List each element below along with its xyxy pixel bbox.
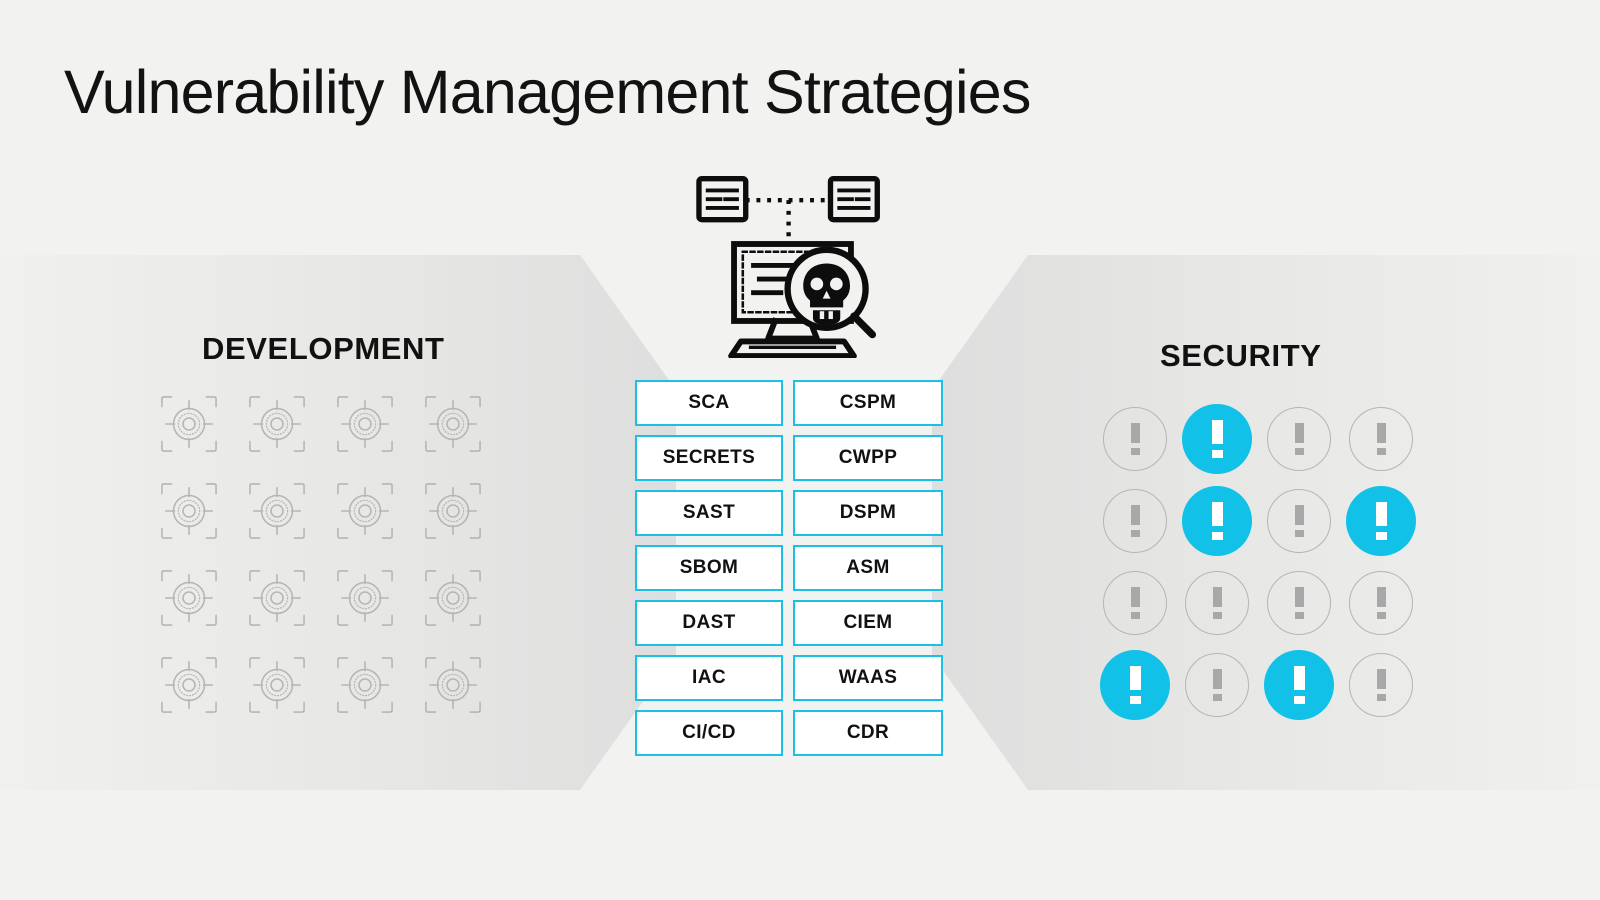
strategy-box-dast[interactable]: DAST (635, 600, 783, 646)
exclamation-mark (1376, 423, 1386, 455)
strategy-boxes: SCA SECRETS SAST SBOM DAST IAC CI/CD CSPM CWPP D… (635, 380, 943, 756)
alert-exclamation-icon (1264, 650, 1334, 720)
exclamation-mark (1129, 666, 1141, 704)
security-heading: SECURITY (1160, 338, 1322, 373)
target-crosshair-icon (337, 396, 393, 452)
strategy-box-ciem[interactable]: CIEM (793, 600, 943, 646)
target-crosshair-icon (425, 396, 481, 452)
vulnerability-scan-monitor-skull-icon (696, 176, 880, 358)
exclamation-mark (1293, 666, 1305, 704)
alert-exclamation-icon (1182, 486, 1252, 556)
alert-exclamation-icon (1349, 653, 1413, 717)
strategy-box-sbom[interactable]: SBOM (635, 545, 783, 591)
target-crosshair-icon (249, 570, 305, 626)
target-crosshair-icon (161, 396, 217, 452)
alert-exclamation-icon (1349, 407, 1413, 471)
exclamation-mark (1294, 423, 1304, 455)
alert-exclamation-icon (1182, 404, 1252, 474)
development-heading: DEVELOPMENT (202, 331, 445, 366)
magnifier-with-skull-icon (784, 246, 877, 339)
exclamation-mark (1212, 587, 1222, 619)
exclamation-mark (1212, 669, 1222, 701)
strategy-box-asm[interactable]: ASM (793, 545, 943, 591)
target-crosshair-icon (161, 570, 217, 626)
target-crosshair-icon (161, 657, 217, 713)
target-crosshair-icon (161, 483, 217, 539)
target-crosshair-icon (425, 657, 481, 713)
strategy-box-secrets[interactable]: SECRETS (635, 435, 783, 481)
exclamation-mark (1294, 505, 1304, 537)
alert-exclamation-icon (1349, 571, 1413, 635)
alert-exclamation-icon (1267, 489, 1331, 553)
document-card-left-icon (696, 176, 749, 223)
target-crosshair-icon (337, 570, 393, 626)
alert-exclamation-icon (1103, 489, 1167, 553)
skull-icon (803, 263, 850, 325)
target-crosshair-icon (249, 657, 305, 713)
exclamation-mark (1376, 669, 1386, 701)
alert-exclamation-icon (1346, 486, 1416, 556)
alert-exclamation-icon (1185, 571, 1249, 635)
strategy-box-cspm[interactable]: CSPM (793, 380, 943, 426)
target-crosshair-icon (337, 657, 393, 713)
target-crosshair-icon (425, 483, 481, 539)
target-crosshair-icon (249, 483, 305, 539)
strategy-box-sast[interactable]: SAST (635, 490, 783, 536)
exclamation-mark (1211, 502, 1223, 540)
dotted-connector-icon (745, 197, 831, 246)
document-card-right-icon (827, 176, 880, 223)
exclamation-mark (1376, 587, 1386, 619)
strategy-box-dspm[interactable]: DSPM (793, 490, 943, 536)
security-alert-grid (1094, 398, 1422, 728)
target-crosshair-icon (337, 483, 393, 539)
page-title: Vulnerability Management Strategies (64, 58, 1031, 126)
strategy-box-iac[interactable]: IAC (635, 655, 783, 701)
alert-exclamation-icon (1103, 407, 1167, 471)
exclamation-mark (1375, 502, 1387, 540)
exclamation-mark (1130, 423, 1140, 455)
alert-exclamation-icon (1100, 650, 1170, 720)
exclamation-mark (1130, 587, 1140, 619)
target-crosshair-icon (249, 396, 305, 452)
exclamation-mark (1294, 587, 1304, 619)
alert-exclamation-icon (1103, 571, 1167, 635)
strategy-box-sca[interactable]: SCA (635, 380, 783, 426)
target-crosshair-icon (425, 570, 481, 626)
keyboard-icon (728, 338, 857, 358)
strategy-box-cwpp[interactable]: CWPP (793, 435, 943, 481)
alert-exclamation-icon (1185, 653, 1249, 717)
strategy-box-waas[interactable]: WAAS (793, 655, 943, 701)
strategy-column-left: SCA SECRETS SAST SBOM DAST IAC CI/CD (635, 380, 783, 756)
strategy-box-cdr[interactable]: CDR (793, 710, 943, 756)
exclamation-mark (1211, 420, 1223, 458)
exclamation-mark (1130, 505, 1140, 537)
strategy-box-ci-cd[interactable]: CI/CD (635, 710, 783, 756)
development-target-grid (160, 395, 512, 725)
alert-exclamation-icon (1267, 407, 1331, 471)
alert-exclamation-icon (1267, 571, 1331, 635)
strategy-column-right: CSPM CWPP DSPM ASM CIEM WAAS CDR (793, 380, 943, 756)
